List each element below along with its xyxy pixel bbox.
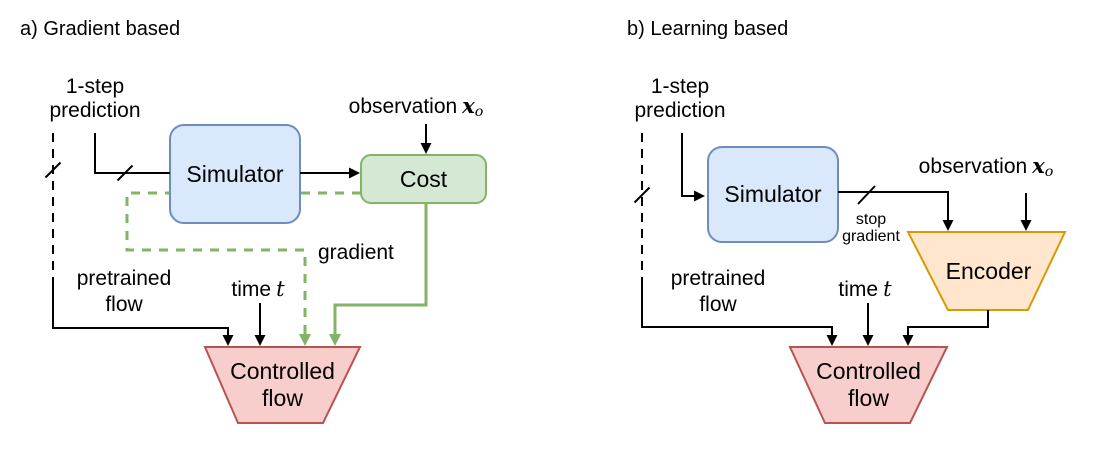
observation-arrowhead-a [420,143,432,154]
cost-box [360,154,487,204]
observation-subscript-a: o [474,104,484,121]
controlled-flow-trapezoid-b [788,346,949,424]
one-step-line1-a: 1-step [65,75,125,98]
panel-b-title: b) Learning based [627,18,789,40]
simulator-label-a: Simulator [186,160,284,187]
pretrained-line1-b: pretrained [670,267,766,290]
cost-to-flow-arrowhead [329,334,341,346]
controlled-flow-line2-a: flow [262,385,303,411]
prediction-to-simulator-arrowhead-b [694,190,705,202]
pretrained-line2-a: flow [105,293,143,316]
prediction-to-simulator-line-a [94,133,170,174]
observation-subscript-b: o [1044,164,1054,181]
pretrained-flow-arrowhead-b [826,335,838,346]
pretrained-line2-b: flow [699,293,737,316]
pretrained-flow-label-b: pretrained flow [658,266,778,318]
observation-text-b: observation [918,155,1028,178]
stop-gradient-line1: stop [855,211,887,228]
simulator-to-encoder-line [838,191,949,224]
one-step-line1-b: 1-step [650,75,710,98]
gradient-label: gradient [318,241,394,264]
pretrained-line1-a: pretrained [76,267,172,290]
gradient-dashed-arrowhead [299,334,311,346]
time-symbol-a: t [276,277,285,301]
panel-a-title: a) Gradient based [20,18,181,40]
batch-slash-icon-a1 [44,161,62,179]
pretrained-flow-elbow-a [52,286,229,338]
one-step-line2-b: prediction [634,99,726,122]
encoder-to-flow-arrowhead [902,335,914,346]
observation-text-a: observation [348,95,458,118]
one-step-prediction-label-b: 1-step prediction [620,75,740,123]
controlled-flow-trapezoid-a [203,346,362,424]
time-text-a: time [231,278,272,301]
simulator-to-cost-arrowhead [349,167,360,179]
prediction-to-simulator-line-b [681,133,696,197]
controlled-flow-line1-a: Controlled [230,358,335,384]
batch-slash-icon-a2 [116,164,134,182]
time-text-b: time [838,278,879,301]
pretrained-flow-label-a: pretrained flow [64,266,184,318]
encoder-label: Encoder [945,257,1032,284]
stop-gradient-slash-icon [857,185,876,205]
simulator-to-encoder-arrowhead [942,220,954,231]
controlled-flow-label-a: Controlled flow [205,347,360,423]
simulator-label-b: Simulator [724,181,822,207]
pretrained-flow-arrowhead-a [222,335,234,346]
controlled-flow-label-b: Controlled flow [790,347,947,423]
cost-to-flow-line [333,203,428,336]
batch-slash-icon-b1 [633,186,651,204]
encoder-to-flow-line [907,310,989,338]
observation-arrowhead-b [1020,220,1032,231]
simulator-box-b [707,146,839,243]
observation-symbol-b: x [1032,153,1045,178]
one-step-prediction-label-a: 1-step prediction [35,75,155,123]
stop-gradient-line2: gradient [842,228,900,245]
time-arrowhead-a [254,335,266,346]
observation-symbol-a: x [462,93,475,118]
one-step-line2-a: prediction [49,99,141,122]
controlled-flow-line1-b: Controlled [816,358,921,384]
time-symbol-b: t [883,277,892,301]
time-arrowhead-b [862,335,874,346]
stop-gradient-label: stop gradient [831,211,911,245]
pretrained-flow-elbow-b [641,282,833,338]
controlled-flow-line2-b: flow [848,385,889,411]
encoder-trapezoid [906,231,1067,311]
cost-label: Cost [399,165,448,192]
